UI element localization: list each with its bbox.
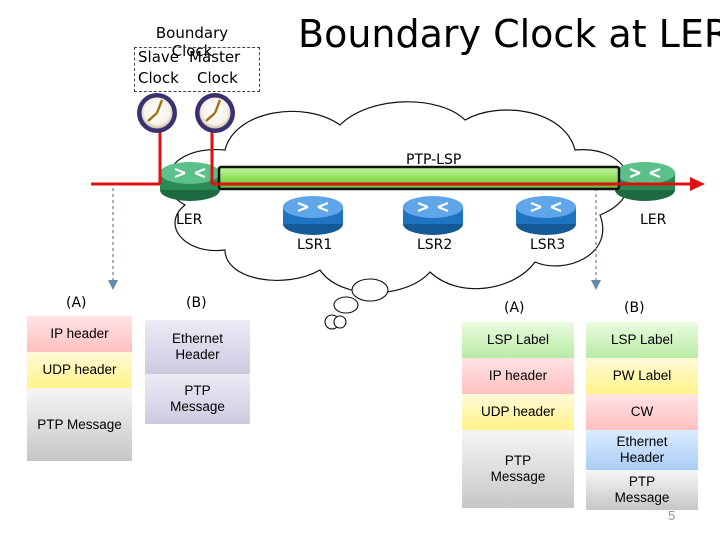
stack-cell: LSP Label [586, 322, 698, 358]
master-clock-word: Clock [197, 69, 238, 87]
dashed-guides [112, 188, 597, 282]
slave-clock-label: Slave Clock [138, 48, 179, 87]
ler-right-router [615, 162, 675, 201]
stack-cell: PTP Message [462, 430, 574, 508]
slave-clock-word: Clock [138, 69, 179, 87]
left-stack-a-label: (A) [66, 295, 87, 311]
ler-left-label: LER [176, 212, 203, 228]
ler-left-router [160, 162, 220, 201]
stack-cell: LSP Label [462, 322, 574, 358]
lsr3-label: LSR3 [530, 237, 566, 253]
dashed-guide-arrow-right [591, 280, 601, 290]
dashed-guide-arrow-left [108, 280, 118, 290]
right-stack-b-label: (B) [624, 300, 645, 316]
lsr1-router [283, 196, 343, 235]
stack-cell: PW Label [586, 358, 698, 394]
boundary-clock-box [134, 47, 260, 92]
lsr3-router [516, 196, 576, 235]
lsr1-label: LSR1 [297, 237, 333, 253]
right-stack-b: LSP Label PW Label CW Ethernet Header PT… [586, 322, 698, 510]
stack-cell: PTP Message [145, 374, 250, 424]
stack-cell: PTP Message [27, 388, 132, 461]
mpls-cloud [166, 101, 630, 330]
right-stack-a: LSP Label IP header UDP header PTP Messa… [462, 322, 574, 508]
arrow-head-right [690, 177, 705, 191]
left-stack-b: Ethernet Header PTP Message [145, 320, 250, 424]
lsr2-label: LSR2 [417, 237, 453, 253]
stack-cell: CW [586, 394, 698, 430]
page-number: 5 [668, 508, 676, 523]
ptp-lsp-tunnel [217, 165, 621, 191]
lsr2-router [403, 196, 463, 235]
ler-right-label: LER [640, 212, 667, 228]
stack-cell: IP header [27, 316, 132, 352]
ptp-flow-arrows [91, 124, 692, 186]
ptp-lsp-label: PTP-LSP [406, 152, 462, 168]
left-stack-b-label: (B) [186, 295, 207, 311]
page-title: Boundary Clock at LER [298, 12, 720, 56]
master-clock-label: Master Clock [189, 48, 240, 87]
left-stack-a: IP header UDP header PTP Message [27, 316, 132, 461]
slave-clock-icon [137, 93, 177, 133]
boundary-clock-heading: Boundary Clock [155, 24, 229, 60]
stack-cell: UDP header [27, 352, 132, 388]
stack-cell: Ethernet Header [145, 320, 250, 374]
stack-cell: PTP Message [586, 470, 698, 510]
stack-cell: Ethernet Header [586, 430, 698, 470]
stack-cell: UDP header [462, 394, 574, 430]
stack-cell: IP header [462, 358, 574, 394]
master-clock-icon [195, 93, 235, 133]
slave-label: Slave [138, 48, 179, 66]
right-stack-a-label: (A) [504, 300, 525, 316]
master-label: Master [189, 48, 241, 66]
